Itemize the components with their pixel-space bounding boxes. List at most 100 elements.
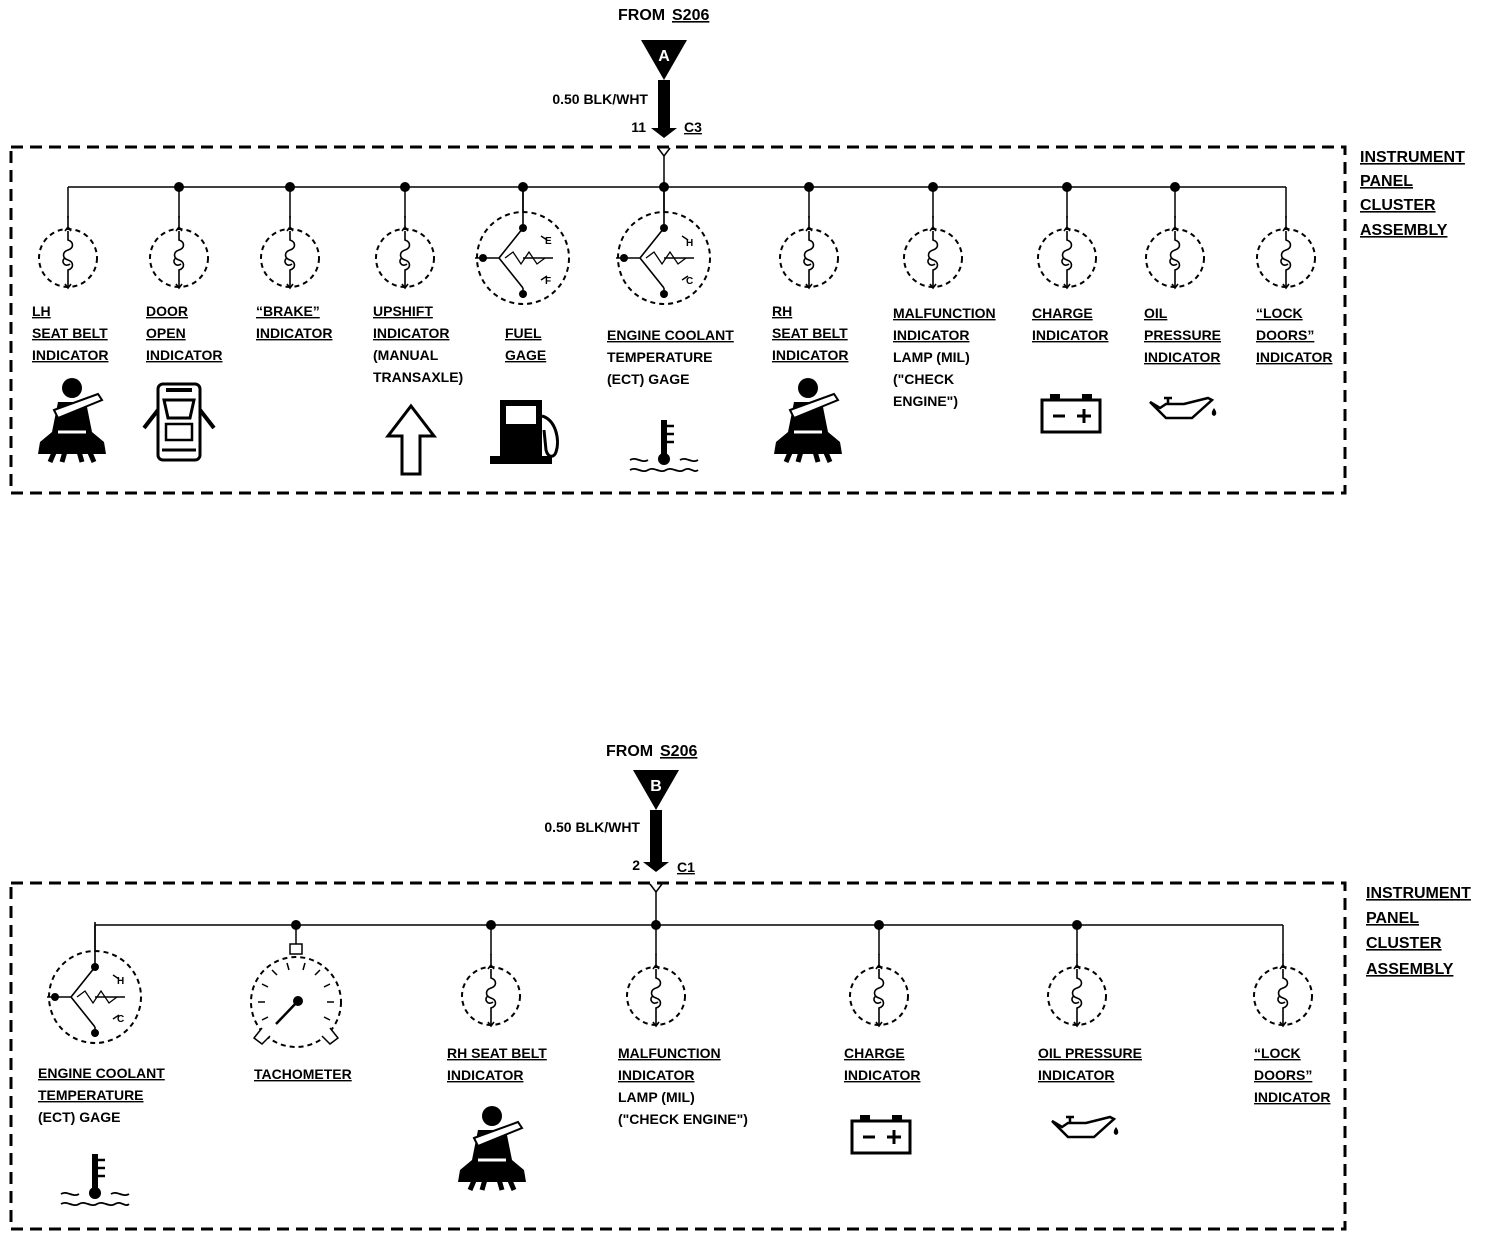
svg-text:INDICATOR: INDICATOR (1038, 1067, 1114, 1083)
assembly-label: INSTRUMENT PANEL CLUSTER ASSEMBLY (1360, 149, 1465, 239)
svg-text:UPSHIFT: UPSHIFT (373, 303, 433, 319)
svg-text:TRANSAXLE): TRANSAXLE) (373, 369, 463, 385)
svg-text:TEMPERATURE: TEMPERATURE (38, 1087, 144, 1103)
svg-text:INDICATOR: INDICATOR (32, 347, 108, 363)
svg-text:INDICATOR: INDICATOR (844, 1067, 920, 1083)
engine-coolant-temperature-gage: H C ENGINE COOLANT TEMPERATURE (ECT) GAG… (607, 182, 734, 473)
svg-text:("CHECK ENGINE"): ("CHECK ENGINE") (618, 1111, 748, 1127)
tachometer-dial-icon (250, 956, 342, 1048)
oil-can-icon (1050, 1115, 1120, 1139)
wire-segment (650, 810, 662, 864)
connector-label: C3 (684, 119, 702, 135)
svg-text:INDICATOR: INDICATOR (893, 327, 969, 343)
wire-label: 0.50 BLK/WHT (552, 91, 648, 107)
brake-indicator: “BRAKE” INDICATOR (256, 182, 332, 341)
fuel-gage: E F FUEL GAGE (474, 182, 570, 464)
upshift-indicator: UPSHIFT INDICATOR (MANUAL TRANSAXLE) (373, 182, 463, 476)
svg-text:E: E (545, 236, 552, 247)
connector-marker: B (650, 778, 662, 795)
gauge-icon (46, 921, 142, 1044)
tachometer: TACHOMETER (250, 920, 352, 1082)
from-label: FROM (618, 7, 665, 24)
assembly-label: INSTRUMENT PANEL CLUSTER ASSEMBLY (1366, 885, 1471, 978)
seat-belt-icon (458, 1106, 526, 1190)
connector-label: C1 (677, 859, 695, 875)
up-arrow-icon (384, 403, 438, 476)
svg-text:CLUSTER: CLUSTER (1360, 197, 1436, 214)
rh-seat-belt-indicator: RH SEAT BELT INDICATOR (447, 920, 547, 1190)
svg-text:CHARGE: CHARGE (844, 1045, 905, 1061)
bulb-icon (1145, 215, 1205, 289)
svg-text:ENGINE COOLANT: ENGINE COOLANT (607, 327, 734, 343)
coolant-temp-icon (59, 1152, 131, 1207)
pin-arrow-icon (651, 128, 677, 138)
svg-text:DOORS”: DOORS” (1254, 1067, 1312, 1083)
bulb-icon (461, 953, 521, 1027)
lock-doors-indicator: “LOCK DOORS” INDICATOR (1253, 925, 1330, 1105)
svg-text:“LOCK: “LOCK (1254, 1045, 1301, 1061)
svg-text:INDICATOR: INDICATOR (1032, 327, 1108, 343)
cluster-boundary (9, 881, 1347, 1231)
svg-text:OIL PRESSURE: OIL PRESSURE (1038, 1045, 1142, 1061)
malfunction-indicator-lamp: MALFUNCTION INDICATOR LAMP (MIL) ("CHECK… (618, 920, 748, 1127)
door-open-indicator: DOOR OPEN INDICATOR (142, 182, 222, 462)
panel-a: FROM S206 A 0.50 BLK/WHT 11 C3 INSTRUMEN… (9, 7, 1465, 495)
svg-text:ENGINE COOLANT: ENGINE COOLANT (38, 1065, 165, 1081)
svg-text:LAMP (MIL): LAMP (MIL) (618, 1089, 695, 1105)
bulb-icon (849, 953, 909, 1027)
bulb-icon (260, 215, 320, 289)
svg-text:PRESSURE: PRESSURE (1144, 327, 1221, 343)
door-open-car-icon (142, 382, 216, 462)
svg-text:INDICATOR: INDICATOR (1144, 349, 1220, 365)
seat-belt-icon (774, 378, 842, 462)
svg-text:MALFUNCTION: MALFUNCTION (618, 1045, 721, 1061)
malfunction-indicator-lamp: MALFUNCTION INDICATOR LAMP (MIL) ("CHECK… (893, 182, 996, 409)
bulb-icon (626, 953, 686, 1027)
pin-number: 2 (632, 857, 640, 873)
charge-indicator: CHARGE INDICATOR (1032, 182, 1108, 434)
svg-text:(ECT) GAGE: (ECT) GAGE (607, 371, 689, 387)
svg-text:CHARGE: CHARGE (1032, 305, 1093, 321)
svg-text:INDICATOR: INDICATOR (772, 347, 848, 363)
gauge-icon (474, 182, 570, 305)
svg-text:(ECT) GAGE: (ECT) GAGE (38, 1109, 120, 1125)
svg-text:INDICATOR: INDICATOR (1254, 1089, 1330, 1105)
svg-text:INDICATOR: INDICATOR (618, 1067, 694, 1083)
fuel-pump-icon (490, 400, 559, 464)
bulb-icon (149, 215, 209, 289)
svg-text:INDICATOR: INDICATOR (1256, 349, 1332, 365)
svg-text:“LOCK: “LOCK (1256, 305, 1303, 321)
svg-text:H: H (117, 976, 124, 987)
svg-text:SEAT BELT: SEAT BELT (32, 325, 108, 341)
connector-triangle-icon (633, 770, 679, 810)
lock-doors-indicator: “LOCK DOORS” INDICATOR (1256, 187, 1332, 365)
bulb-icon (1037, 215, 1097, 289)
svg-text:MALFUNCTION: MALFUNCTION (893, 305, 996, 321)
svg-text:OPEN: OPEN (146, 325, 186, 341)
from-label: FROM (606, 743, 653, 760)
svg-text:PANEL: PANEL (1360, 173, 1413, 190)
svg-text:ASSEMBLY: ASSEMBLY (1360, 222, 1448, 239)
svg-text:LH: LH (32, 303, 51, 319)
pin-number: 11 (631, 119, 646, 135)
engine-coolant-temperature-gage: H C ENGINE COOLANT TEMPERATURE (ECT) GAG… (38, 921, 165, 1207)
oil-can-icon (1148, 396, 1218, 420)
svg-text:CLUSTER: CLUSTER (1366, 935, 1442, 952)
connector-triangle-icon (641, 40, 687, 80)
svg-text:INDICATOR: INDICATOR (256, 325, 332, 341)
svg-text:RH SEAT BELT: RH SEAT BELT (447, 1045, 547, 1061)
rh-seat-belt-indicator: RH SEAT BELT INDICATOR (772, 182, 848, 462)
svg-text:RH: RH (772, 303, 792, 319)
svg-text:FUEL: FUEL (505, 325, 542, 341)
bulb-icon (903, 215, 963, 289)
svg-text:LAMP (MIL): LAMP (MIL) (893, 349, 970, 365)
svg-text:PANEL: PANEL (1366, 910, 1419, 927)
svg-text:F: F (545, 276, 551, 287)
svg-text:INSTRUMENT: INSTRUMENT (1366, 885, 1471, 902)
svg-text:C: C (686, 276, 693, 287)
connector-marker: A (658, 48, 670, 65)
svg-text:GAGE: GAGE (505, 347, 546, 363)
pin-arrow-icon (643, 862, 669, 872)
bulb-icon (1047, 953, 1107, 1027)
svg-text:(MANUAL: (MANUAL (373, 347, 439, 363)
